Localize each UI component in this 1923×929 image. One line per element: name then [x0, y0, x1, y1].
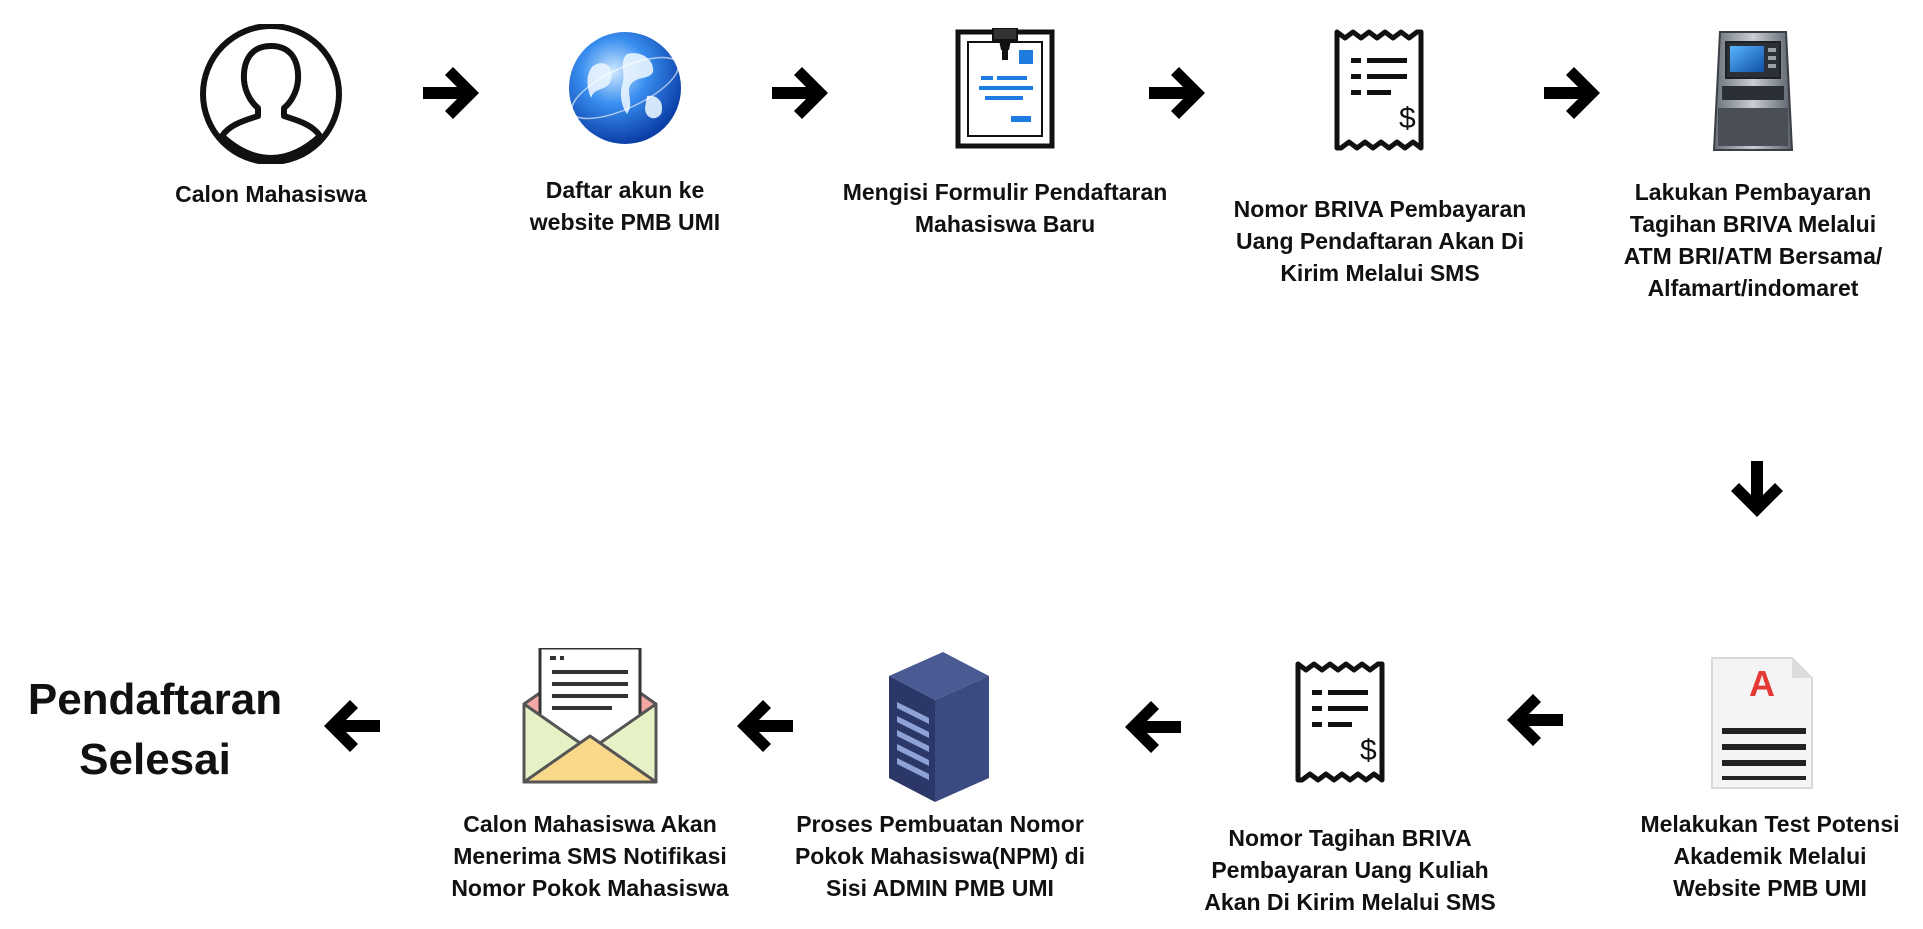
- step-3-label: Mengisi Formulir Pendaftaran Mahasiswa B…: [842, 179, 1168, 237]
- user-icon: [198, 23, 344, 165]
- form-clipboard-icon: [955, 27, 1055, 150]
- svg-text:$: $: [1360, 734, 1377, 767]
- server-icon: [885, 648, 993, 804]
- test-document-icon: A: [1700, 652, 1818, 794]
- receipt-icon: $: [1292, 660, 1388, 784]
- receipt-icon: $: [1331, 28, 1427, 152]
- svg-text:$: $: [1399, 102, 1416, 135]
- arrow-down-icon: [1725, 457, 1789, 521]
- arrow-right-icon: [1145, 61, 1209, 125]
- arrow-right-icon: [768, 61, 832, 125]
- envelope-letter-icon: [520, 646, 660, 786]
- step-4-label: Nomor BRIVA Pembayaran Uang Pendaftaran …: [1233, 196, 1527, 286]
- step-6-label: Melakukan Test Potensi Akademik Melalui …: [1640, 811, 1900, 901]
- svg-text:A: A: [1749, 663, 1775, 704]
- arrow-right-icon: [419, 61, 483, 125]
- step-2-label: Daftar akun ke website PMB UMI: [529, 177, 721, 235]
- arrow-right-icon: [1540, 61, 1604, 125]
- step-7-label: Nomor Tagihan BRIVA Pembayaran Uang Kuli…: [1204, 825, 1496, 915]
- globe-icon: [565, 28, 685, 148]
- step-1-label: Calon Mahasiswa: [175, 181, 367, 207]
- step-9-label: Calon Mahasiswa Akan Menerima SMS Notifi…: [451, 811, 729, 901]
- arrow-left-icon: [320, 694, 384, 758]
- step-8-label: Proses Pembuatan Nomor Pokok Mahasiswa(N…: [794, 811, 1086, 901]
- atm-icon: [1710, 28, 1796, 154]
- arrow-left-icon: [733, 694, 797, 758]
- final-label: Pendaftaran Selesai: [27, 675, 283, 784]
- arrow-left-icon: [1503, 688, 1567, 752]
- arrow-left-icon: [1121, 695, 1185, 759]
- step-5-label: Lakukan Pembayaran Tagihan BRIVA Melalui…: [1623, 179, 1883, 301]
